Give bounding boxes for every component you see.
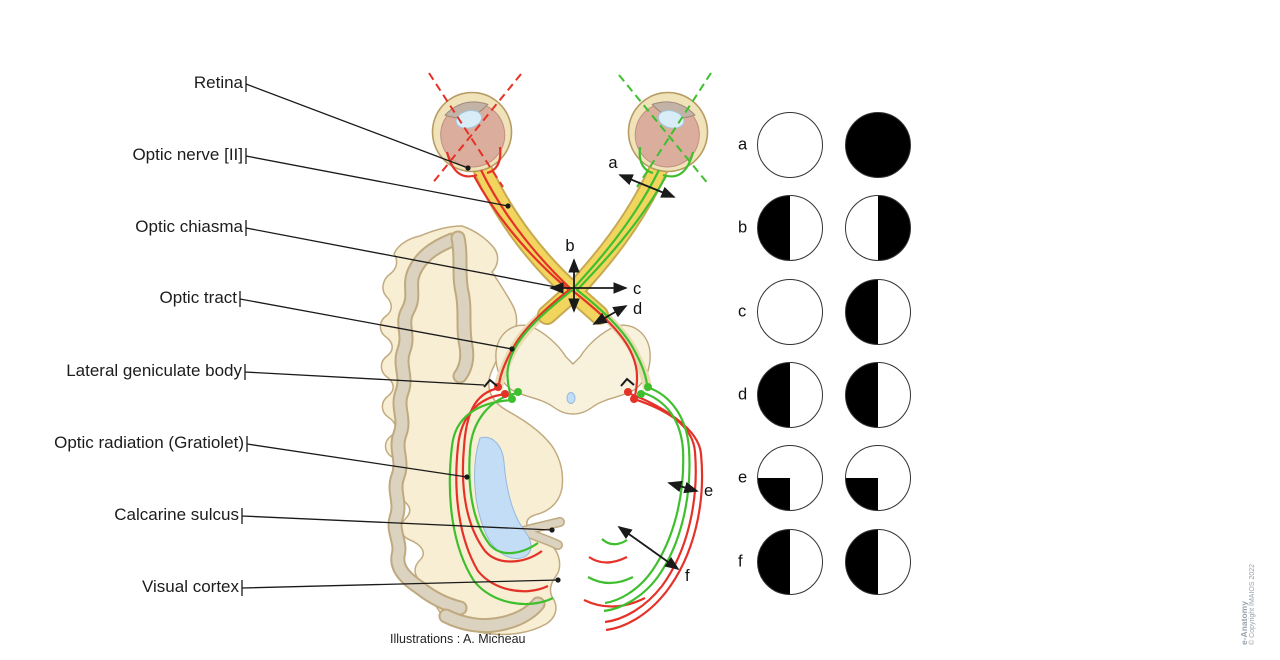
right-eye [627,91,709,173]
label-calcarine-sulcus: Calcarine sulcus [114,505,239,524]
field-row-letter: c [738,302,747,321]
lesion-marker-c: c [633,280,641,298]
visual-field-right-eye-circle [845,279,911,345]
lesion-marker-f: f [685,567,690,585]
field-row-letter: f [738,552,743,571]
lesion-arrow-d [592,305,628,325]
watermark-copyright: © Copyright IMAIOS 2022 [1248,563,1256,645]
leader-optic-nerve [245,148,509,207]
visual-field-row-a: a [735,112,915,178]
illustration-credit: Illustrations : A. Micheau [390,632,526,646]
visual-field-row-f: f [735,529,915,595]
visual-field-right-eye-circle [845,445,911,511]
visual-field-left-eye-circle [757,362,823,428]
visual-field-row-b: b [735,195,915,261]
watermark-brand: e-Anatomy [1239,601,1249,645]
visual-field-row-c: c [735,279,915,345]
leader-retina [245,76,469,169]
lens [657,110,685,129]
field-row-letter: e [738,468,748,487]
leader-visual-cortex [241,579,559,596]
visual-field-row-e: e [735,445,915,511]
leader-optic-chiasma [245,220,562,289]
label-optic-radiation: Optic radiation (Gratiolet) [54,433,244,452]
field-row-letter: a [738,135,748,154]
label-visual-cortex: Visual cortex [141,577,239,596]
leader-optic-tract [239,291,513,350]
visual-field-right-eye-circle [845,112,911,178]
cerebral-aqueduct [566,392,576,404]
leader-calcarine-sulcus [241,508,553,531]
visual-axis-lines [428,72,712,188]
visual-field-left-eye-circle [757,445,823,511]
label-optic-tract: Optic tract [159,288,237,307]
leader-lateral-geniculate [244,364,485,386]
leader-lines [239,76,564,596]
leader-optic-radiation [246,436,468,478]
lesion-arrows: a b c d e f [549,154,713,585]
visual-field-row-d: d [735,362,915,428]
visual-field-left-eye-circle [757,279,823,345]
visual-field-left-eye-circle [757,529,823,595]
field-row-letter: b [738,218,748,237]
visual-field-right-eye-circle [845,362,911,428]
lesion-arrow-e [667,480,699,494]
right-eye-pathway-green [448,146,695,613]
lens [455,110,483,129]
lesion-marker-e: e [704,482,713,500]
lesion-arrow-f [617,525,680,571]
label-retina: Retina [193,73,243,92]
watermark: e-Anatomy © Copyright IMAIOS 2022 [1239,539,1262,645]
visual-field-right-eye-circle [845,195,911,261]
lateral-geniculate-bodies [483,377,652,403]
visual-field-left-eye-circle [757,195,823,261]
lesion-marker-a: a [608,154,618,172]
field-row-letter: d [738,385,748,404]
visual-field-right-eye-circle [845,529,911,595]
left-eye [431,91,513,173]
midbrain [495,324,651,415]
gyri-ribbons [387,230,565,634]
lesion-arrow-a [618,174,676,198]
visual-field-left-eye-circle [757,112,823,178]
lesion-marker-b: b [565,237,574,255]
label-optic-chiasma: Optic chiasma [135,217,243,236]
brain-hemisphere [379,225,565,636]
lesion-marker-d: d [633,300,642,318]
label-lateral-geniculate: Lateral geniculate body [66,361,242,380]
label-optic-nerve: Optic nerve [II] [132,145,243,164]
